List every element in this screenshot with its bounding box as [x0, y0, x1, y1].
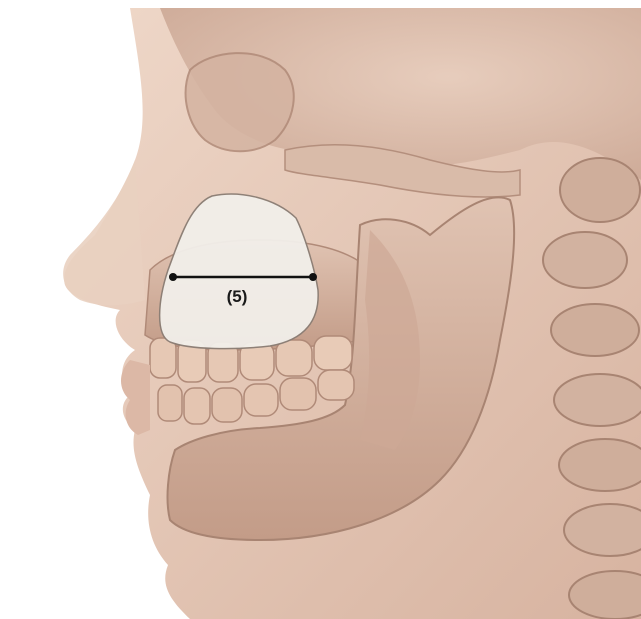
- measurement-endpoint-right: [309, 273, 317, 281]
- orbit: [186, 53, 294, 151]
- measurement-endpoint-left: [169, 273, 177, 281]
- measurement-label: (5): [227, 287, 248, 306]
